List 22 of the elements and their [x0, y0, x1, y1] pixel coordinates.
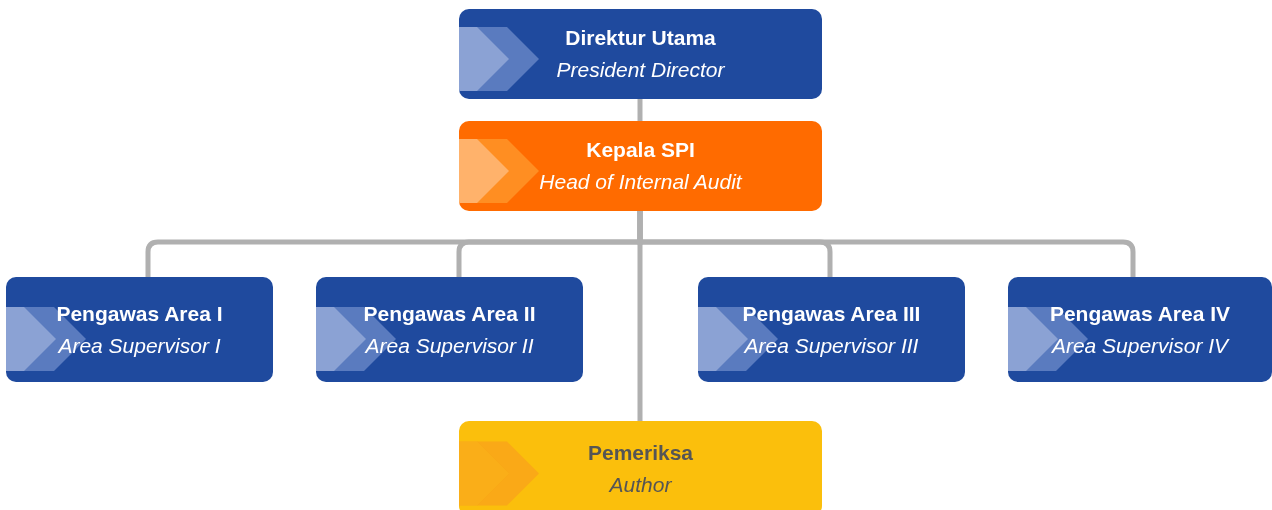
role-subtitle: Area Supervisor IV	[1051, 332, 1229, 359]
role-subtitle: President Director	[556, 57, 725, 83]
role-title: Direktur Utama	[565, 25, 716, 51]
role-box	[698, 277, 965, 382]
role-subtitle: Area Supervisor II	[365, 332, 534, 359]
role-box	[459, 421, 822, 510]
role-title: Pengawas Area II	[363, 300, 536, 327]
role-box	[1008, 277, 1272, 382]
connector-line	[637, 99, 643, 121]
role-title: Kepala SPI	[586, 137, 695, 163]
role-subtitle: Area Supervisor III	[744, 332, 919, 359]
role-title: Pengawas Area III	[742, 300, 921, 327]
role-box	[459, 121, 822, 211]
role-subtitle: Head of Internal Audit	[539, 169, 742, 195]
role-box	[6, 277, 273, 382]
role-subtitle: Area Supervisor I	[58, 332, 221, 359]
role-title: Pemeriksa	[587, 439, 694, 466]
role-title: Pengawas Area IV	[1049, 300, 1231, 327]
role-title: Pengawas Area I	[56, 300, 223, 327]
role-box	[316, 277, 583, 382]
role-box	[459, 9, 822, 99]
role-subtitle: Author	[609, 471, 672, 498]
